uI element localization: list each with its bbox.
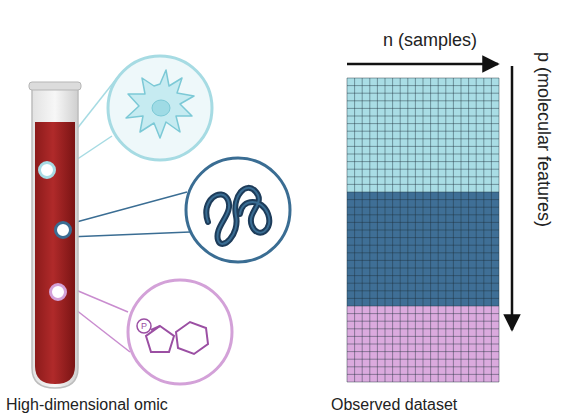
grid-line (347, 154, 499, 155)
features-arrow (511, 66, 514, 330)
grid-line (347, 176, 499, 177)
phosphate-label: P (141, 321, 147, 331)
grid-line (347, 359, 499, 360)
grid-line (347, 237, 499, 238)
grid-line (347, 146, 499, 147)
grid-line (347, 85, 499, 86)
grid-line (347, 184, 499, 185)
grid-line (347, 374, 499, 375)
grid-line (347, 268, 499, 269)
grid-line (347, 207, 499, 208)
test-tube (29, 82, 81, 388)
grid-line (347, 169, 499, 170)
grid-line (347, 123, 499, 124)
grid-line (347, 382, 499, 383)
grid-line (347, 192, 499, 193)
grid-line (347, 116, 499, 117)
grid-line (347, 351, 499, 352)
grid-line (347, 336, 499, 337)
grid-line (347, 283, 499, 284)
grid-line (347, 138, 499, 139)
samples-arrow (347, 63, 498, 66)
nucleic-acid-icon (186, 158, 290, 262)
grid-line (347, 199, 499, 200)
grid-line (347, 298, 499, 299)
grid-line (347, 290, 499, 291)
axis-label: n (samples) (383, 30, 477, 51)
grid-line (347, 344, 499, 345)
grid-line (347, 275, 499, 276)
grid-line (347, 214, 499, 215)
data-matrix (347, 78, 499, 382)
grid-line (347, 131, 499, 132)
grid-line (347, 313, 499, 314)
grid-line (347, 108, 499, 109)
grid-line (347, 78, 499, 79)
axis-label: p (molecular features) (533, 52, 554, 227)
grid-line (347, 222, 499, 223)
metabolite-icon (128, 280, 232, 384)
grid-line (347, 328, 499, 329)
grid-line (347, 245, 499, 246)
cell-icon (108, 56, 212, 160)
grid-line (347, 161, 499, 162)
grid-line (347, 93, 499, 94)
panel-label: Observed dataset (331, 396, 457, 414)
grid-line (347, 100, 499, 101)
panel-label: High-dimensional omic (6, 396, 168, 414)
grid-line (347, 366, 499, 367)
grid-line (347, 252, 499, 253)
grid-line (347, 306, 499, 307)
grid-line (347, 260, 499, 261)
grid-line (347, 230, 499, 231)
grid-line (347, 321, 499, 322)
